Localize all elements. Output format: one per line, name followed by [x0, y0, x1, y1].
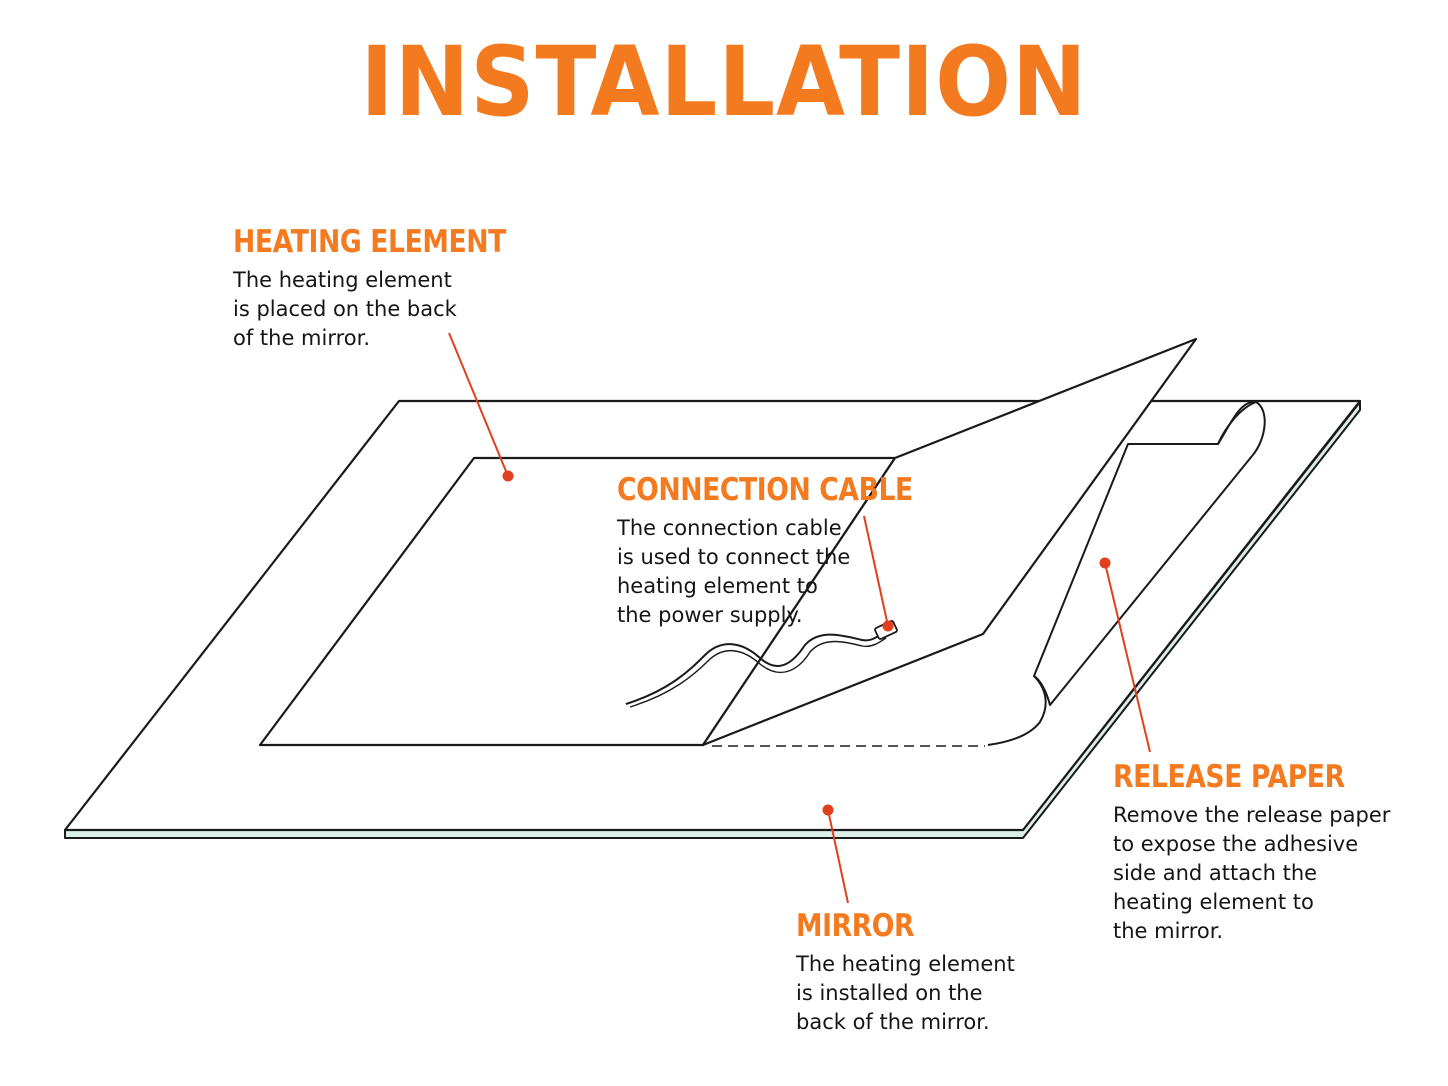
- leader-lines: [448, 332, 1151, 904]
- callout-mirror: MIRROR The heating element is installed …: [796, 908, 1015, 1037]
- leader-heating-element: [448, 332, 509, 477]
- callout-release-paper: RELEASE PAPER Remove the release paper t…: [1113, 759, 1390, 946]
- leader-mirror: [827, 809, 849, 904]
- callout-heading-release-paper: RELEASE PAPER: [1113, 759, 1345, 795]
- leader-release-paper: [1104, 562, 1151, 753]
- callout-heading-heating-element: HEATING ELEMENT: [233, 224, 506, 260]
- release-paper-curl-bottom: [987, 675, 1047, 746]
- release-paper: [987, 400, 1266, 746]
- heating-element: [258, 337, 1198, 747]
- callout-body-connection-cable: The connection cable is used to connect …: [617, 516, 851, 627]
- leader-connection-cable: [863, 515, 889, 627]
- leader-dot-release-paper: [1099, 557, 1111, 569]
- cable-wire-outer: [625, 631, 885, 705]
- leader-dot-heating-element: [502, 470, 514, 482]
- cable-wire-inner: [629, 637, 887, 708]
- callout-heating-element: HEATING ELEMENT The heating element is p…: [233, 224, 550, 353]
- leader-dot-connection-cable: [882, 620, 894, 632]
- callout-heading-connection-cable: CONNECTION CABLE: [617, 472, 913, 508]
- release-paper-curl-top: [1217, 401, 1257, 445]
- callout-heading-mirror: MIRROR: [796, 908, 915, 944]
- callout-connection-cable: CONNECTION CABLE The connection cable is…: [617, 472, 961, 630]
- callout-body-release-paper: Remove the release paper to expose the a…: [1113, 803, 1391, 943]
- callout-body-heating-element: The heating element is placed on the bac…: [233, 268, 457, 350]
- heating-element-lifted-flap: [701, 337, 1198, 747]
- page-title: INSTALLATION: [360, 26, 1088, 138]
- callout-body-mirror: The heating element is installed on the …: [796, 952, 1015, 1034]
- leader-dot-mirror: [822, 804, 834, 816]
